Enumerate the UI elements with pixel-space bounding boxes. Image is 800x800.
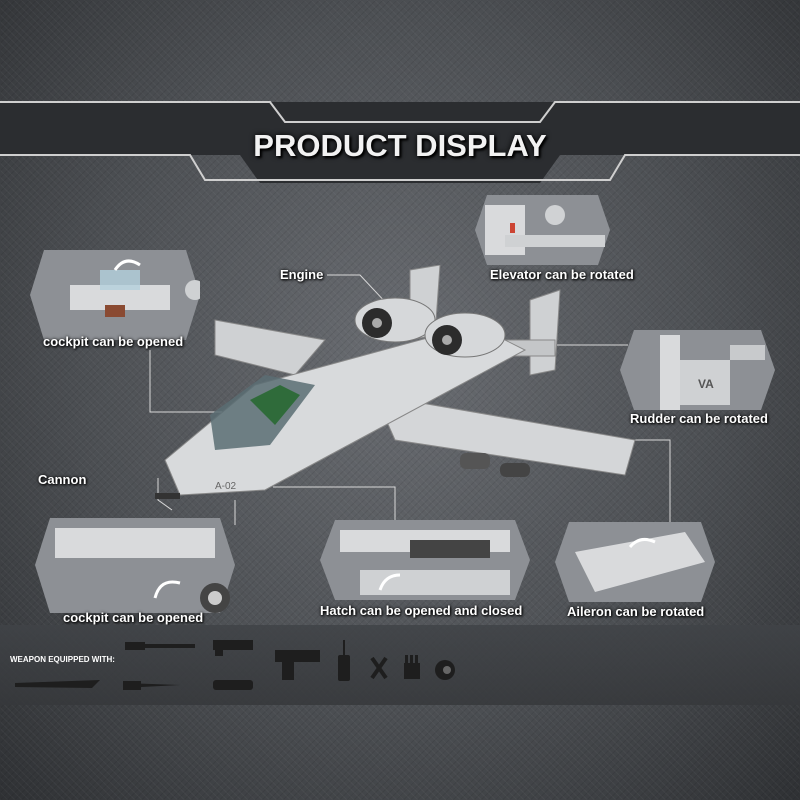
label-cockpit-top: cockpit can be opened	[43, 334, 184, 349]
label-hatch: Hatch can be opened and closed	[320, 603, 523, 618]
detail-hatch	[320, 520, 530, 600]
label-cannon: Cannon	[38, 472, 87, 487]
label-rudder: Rudder can be rotated	[630, 411, 768, 426]
page-title: PRODUCT DISPLAY	[253, 128, 547, 163]
detail-landing-gear	[35, 518, 235, 613]
clip-icon	[370, 656, 388, 680]
magazine-icon	[404, 655, 420, 679]
label-cockpit-bottom: cockpit can be opened	[63, 610, 204, 625]
radio-icon	[338, 640, 350, 681]
knife-icon	[123, 681, 180, 690]
pistol-icon	[275, 650, 320, 680]
rifle-barrel-icon	[125, 642, 195, 650]
aircraft-model: A-02	[155, 265, 636, 499]
detail-elevator	[475, 195, 610, 265]
aircraft-marking: A-02	[215, 481, 237, 492]
detail-aileron	[555, 522, 715, 602]
weapon-icons	[15, 640, 455, 690]
weapon-bar	[0, 625, 800, 705]
grenade-icon	[435, 660, 455, 680]
svg-text:VA: VA	[698, 377, 714, 391]
detail-rudder: VA	[620, 330, 775, 410]
scope-icon	[213, 680, 253, 690]
detail-cockpit-top	[30, 250, 200, 340]
machete-icon	[15, 680, 100, 688]
label-elevator: Elevator can be rotated	[490, 267, 634, 282]
launcher-icon	[213, 640, 253, 656]
weapon-label: WEAPON EQUIPPED WITH:	[10, 655, 115, 664]
label-aileron: Aileron can be rotated	[567, 604, 705, 619]
title-banner	[0, 101, 800, 183]
label-engine: Engine	[280, 267, 324, 282]
